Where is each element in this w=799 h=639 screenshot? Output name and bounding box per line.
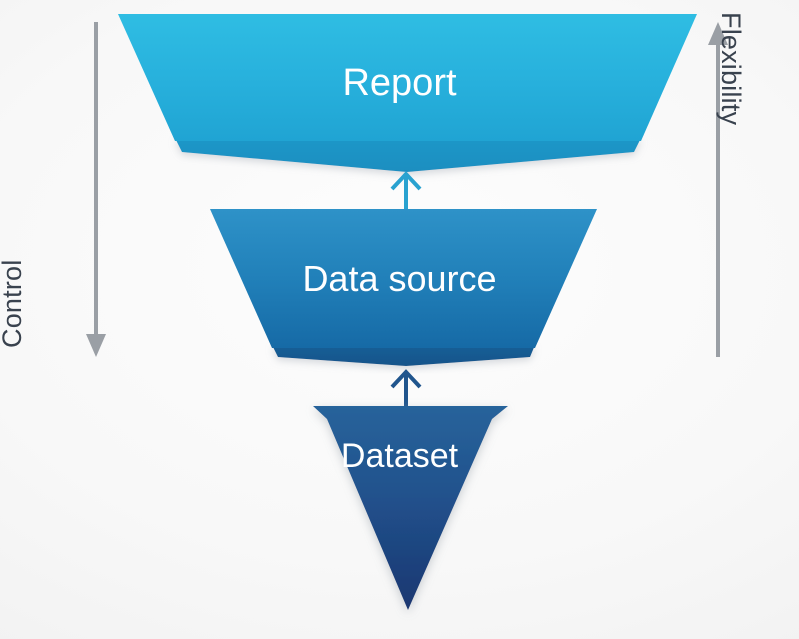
data-source-fold-shadow bbox=[272, 345, 535, 366]
stage-label-report: Report bbox=[342, 62, 457, 104]
flexibility-axis bbox=[708, 22, 728, 357]
stage-label-data-source: Data source bbox=[302, 258, 497, 299]
funnel-stage-data-source[interactable] bbox=[210, 209, 597, 366]
arrow-up-icon bbox=[708, 22, 728, 45]
connector-dataset-to-data-source bbox=[390, 369, 422, 408]
axis-label-control: Control bbox=[0, 259, 27, 348]
report-trapezoid bbox=[118, 14, 697, 141]
arrow-up-icon bbox=[390, 171, 422, 191]
data-source-trapezoid bbox=[210, 209, 597, 348]
stage-label-dataset: Dataset bbox=[340, 437, 459, 475]
connector-data-source-to-report bbox=[390, 171, 422, 210]
arrow-down-icon bbox=[86, 334, 106, 357]
arrow-up-icon bbox=[390, 369, 422, 389]
control-axis bbox=[86, 22, 106, 357]
funnel-stage-dataset[interactable] bbox=[313, 406, 508, 610]
report-fold-shadow bbox=[175, 138, 641, 172]
axis-label-flexibility: Flexibility bbox=[716, 12, 746, 126]
funnel-stage-report[interactable] bbox=[118, 14, 697, 172]
dataset-triangle bbox=[313, 406, 508, 610]
